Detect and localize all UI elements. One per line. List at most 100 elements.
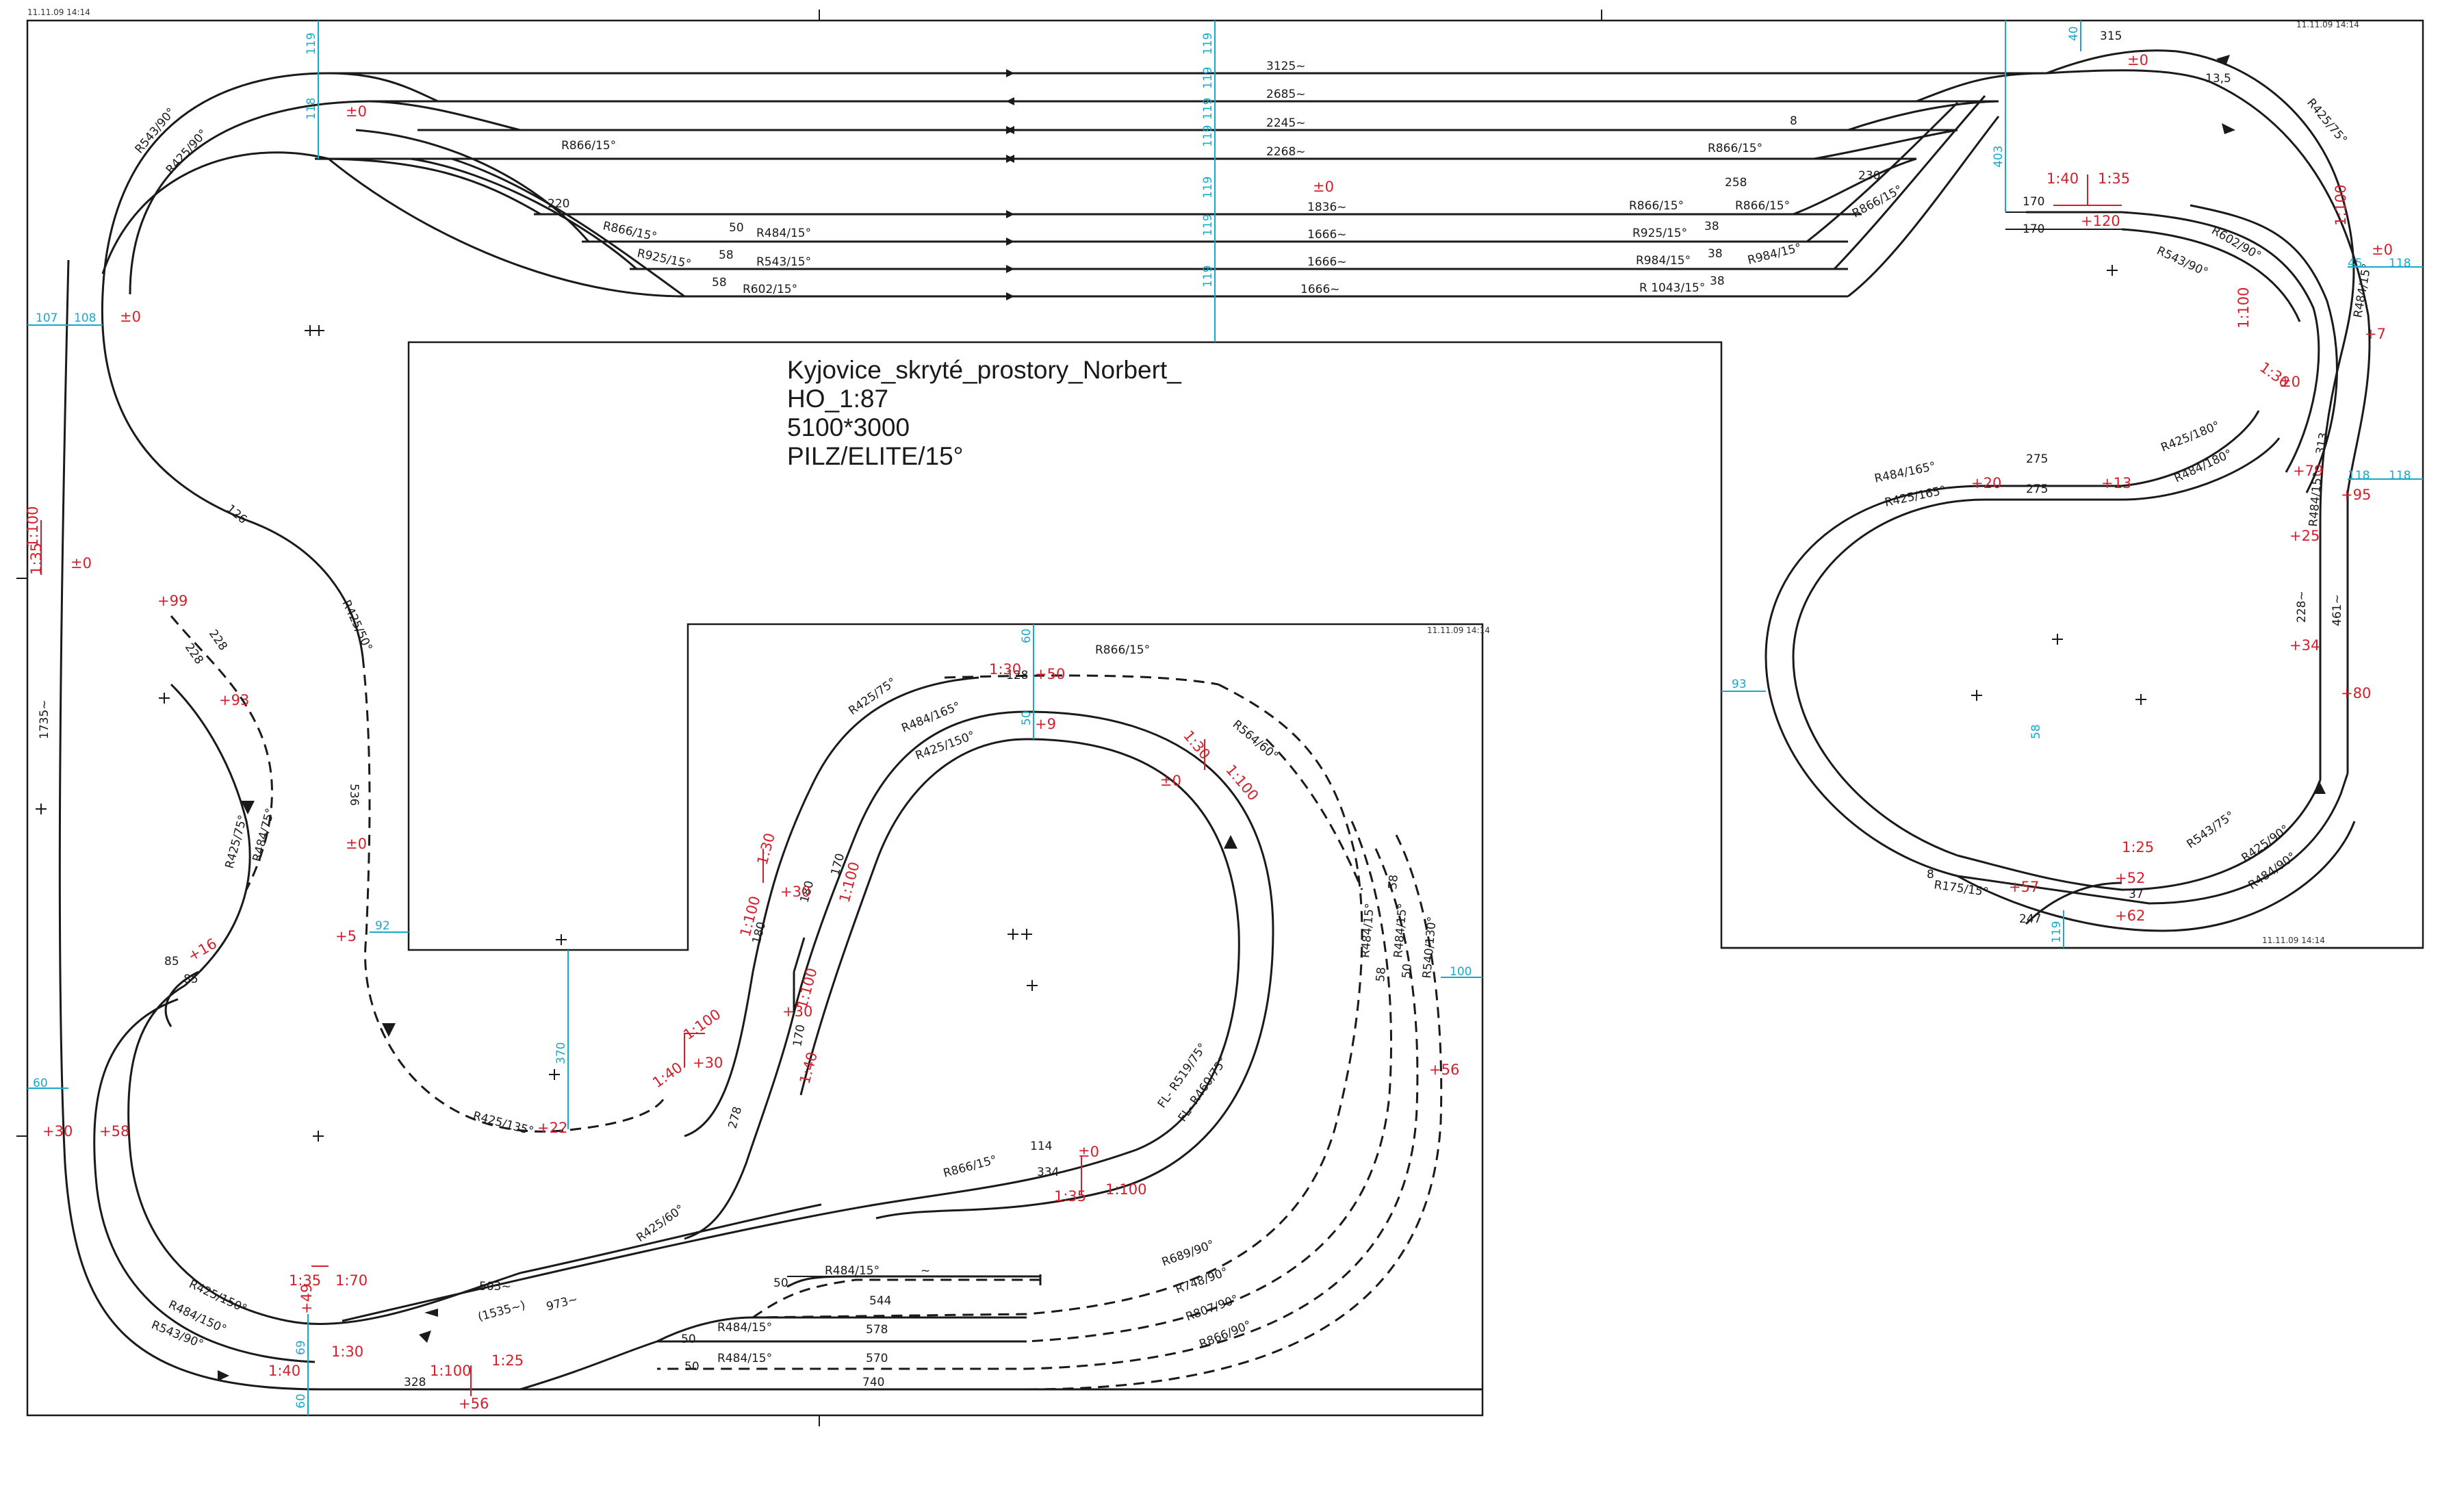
right-switch-label: R925/15° bbox=[1632, 227, 1687, 240]
dimension-label: 108 bbox=[74, 311, 96, 325]
track-label: (1535~) bbox=[476, 1298, 527, 1324]
height-mark: +5 bbox=[335, 928, 357, 944]
right-switch-label: R984/15° bbox=[1746, 241, 1803, 268]
gradient-mark: 1:40 bbox=[268, 1363, 300, 1379]
height-mark: +30 bbox=[42, 1123, 73, 1140]
segment-label: 258 bbox=[1725, 176, 1747, 190]
height-mark: +30 bbox=[780, 884, 810, 900]
right-loop-label: 275 bbox=[2026, 452, 2048, 466]
right-loop-label: R484/180° bbox=[2172, 447, 2235, 486]
dimension-lines: 119 118 119 119 119 119 119 119 119 403 … bbox=[27, 21, 2423, 1415]
curve-label: 228 bbox=[206, 627, 230, 653]
gradient-mark: 1:35 bbox=[28, 543, 44, 575]
dimension-label: 118 bbox=[2348, 469, 2370, 483]
track-label: 128 bbox=[1006, 669, 1028, 682]
height-mark: +57 bbox=[2009, 879, 2039, 895]
right-loop-label: R484/165° bbox=[1873, 459, 1937, 485]
track-label: R866/90° bbox=[1197, 1318, 1253, 1352]
track-label: ~ bbox=[921, 1264, 930, 1278]
gradient-markers: 1:100 1:35 1:40 1:100 1:100 1:30 1:100 1… bbox=[25, 170, 2349, 1396]
right-switch-label: R984/15° bbox=[1636, 254, 1691, 268]
height-mark: ±0 bbox=[2279, 374, 2300, 390]
dimension-label: 403 bbox=[1992, 146, 2005, 168]
track-label: 50 bbox=[681, 1333, 696, 1346]
yard-length-7: 1666~ bbox=[1307, 255, 1347, 269]
gradient-mark: 1:35 bbox=[1054, 1188, 1086, 1205]
height-mark: +9 bbox=[1035, 716, 1056, 732]
track-label: 570 bbox=[866, 1352, 888, 1365]
track-label: R484/15° bbox=[1359, 903, 1377, 959]
gradient-mark: 1:100 bbox=[2235, 287, 2252, 329]
curve-label: 1735~ bbox=[38, 699, 51, 739]
height-mark: +95 bbox=[2341, 487, 2371, 503]
yard-length-2: 2685~ bbox=[1266, 88, 1306, 101]
height-mark: +22 bbox=[537, 1120, 567, 1136]
right-loop-labels: 170 170 R425/75° R602/90° R543/90° R484/… bbox=[1873, 96, 2374, 926]
track-label: R484/165° bbox=[899, 699, 962, 736]
left-loop-tracks bbox=[58, 72, 1483, 1391]
left-switch-label: R484/15° bbox=[756, 227, 811, 240]
segment-label: 58 bbox=[719, 248, 734, 262]
track-label: 973~ bbox=[545, 1292, 579, 1313]
height-mark: +80 bbox=[2341, 685, 2371, 702]
track-label: R484/15° bbox=[825, 1264, 880, 1278]
gradient-mark: 1:100 bbox=[1105, 1181, 1147, 1198]
segment-label: 230 bbox=[1858, 169, 1880, 183]
height-mark: +58 bbox=[99, 1123, 129, 1140]
height-mark: +99 bbox=[157, 593, 188, 609]
track-label: R689/90° bbox=[1160, 1238, 1216, 1270]
right-switch-label: R866/15° bbox=[1708, 142, 1762, 155]
right-loop-label: 313 bbox=[2313, 431, 2331, 455]
track-label: 50 bbox=[773, 1276, 788, 1290]
track-label: R866/15° bbox=[1095, 643, 1150, 657]
height-mark: +62 bbox=[2115, 908, 2145, 924]
plot-stamp: 11.11.09 14:14 bbox=[2262, 936, 2325, 945]
height-mark: ±0 bbox=[1160, 773, 1181, 789]
right-loop-label: R425/180° bbox=[2159, 419, 2222, 455]
dimension-label: 60 bbox=[33, 1077, 48, 1090]
height-mark: ±0 bbox=[346, 103, 367, 120]
yard-length-1: 3125~ bbox=[1266, 60, 1306, 73]
drawing-track-system: PILZ/ELITE/15° bbox=[787, 442, 964, 470]
right-loop-label: 461~ bbox=[2331, 594, 2344, 626]
right-loop-label: R543/75° bbox=[2184, 809, 2237, 851]
height-mark: +34 bbox=[2289, 637, 2320, 654]
track-label: 58 bbox=[1374, 966, 1389, 982]
left-loop-labels: R543/90° R425/90° 126 R425/50° 536 1735~… bbox=[38, 105, 745, 1245]
gradient-mark: 1:30 bbox=[1180, 728, 1214, 763]
gradient-mark: 1:100 bbox=[794, 966, 821, 1011]
right-loop-label: 228~ bbox=[2295, 591, 2309, 623]
segment-label: 50 bbox=[729, 221, 744, 235]
height-mark: +120 bbox=[2081, 213, 2120, 229]
segment-label: 38 bbox=[1704, 220, 1719, 233]
gradient-mark: 1:100 bbox=[2333, 184, 2349, 226]
yard-length-6: 1666~ bbox=[1307, 228, 1347, 242]
curve-label: R425/60° bbox=[634, 1202, 686, 1245]
dimension-label: 118 bbox=[2389, 469, 2411, 483]
dimension-label: 60 bbox=[294, 1393, 308, 1409]
right-loop-label: 37 bbox=[2129, 888, 2144, 901]
gradient-mark: 1:30 bbox=[989, 661, 1021, 678]
plot-stamp: 11.11.09 14:14 bbox=[2296, 20, 2359, 29]
track-label: R807/90° bbox=[1184, 1293, 1240, 1324]
height-mark: +13 bbox=[2101, 475, 2131, 491]
left-switch-label: 220 bbox=[548, 197, 569, 211]
track-label: R484/15° bbox=[1391, 903, 1410, 959]
dimension-label: 119 bbox=[1201, 33, 1215, 55]
gradient-mark: 1:100 bbox=[25, 506, 41, 548]
track-label: R484/15° bbox=[717, 1352, 772, 1365]
segment-label: 38 bbox=[1708, 247, 1723, 261]
height-mark: +30 bbox=[782, 1003, 812, 1020]
dimension-label: 119 bbox=[1201, 177, 1215, 198]
height-mark: ±0 bbox=[346, 836, 367, 852]
left-switch-label: R866/15° bbox=[602, 219, 658, 244]
drawing-scale: HO_1:87 bbox=[787, 385, 889, 413]
dimension-label: 93 bbox=[1732, 678, 1747, 691]
curve-label: R484/75° bbox=[251, 807, 278, 864]
curve-label: R425/135° bbox=[472, 1109, 535, 1139]
track-label: 503~ bbox=[479, 1280, 511, 1294]
height-mark: +79 bbox=[2293, 463, 2323, 479]
right-loop-label: 275 bbox=[2026, 483, 2048, 496]
right-switch-label: R 1043/15° bbox=[1639, 281, 1705, 295]
segment-label: 38 bbox=[1710, 274, 1725, 288]
